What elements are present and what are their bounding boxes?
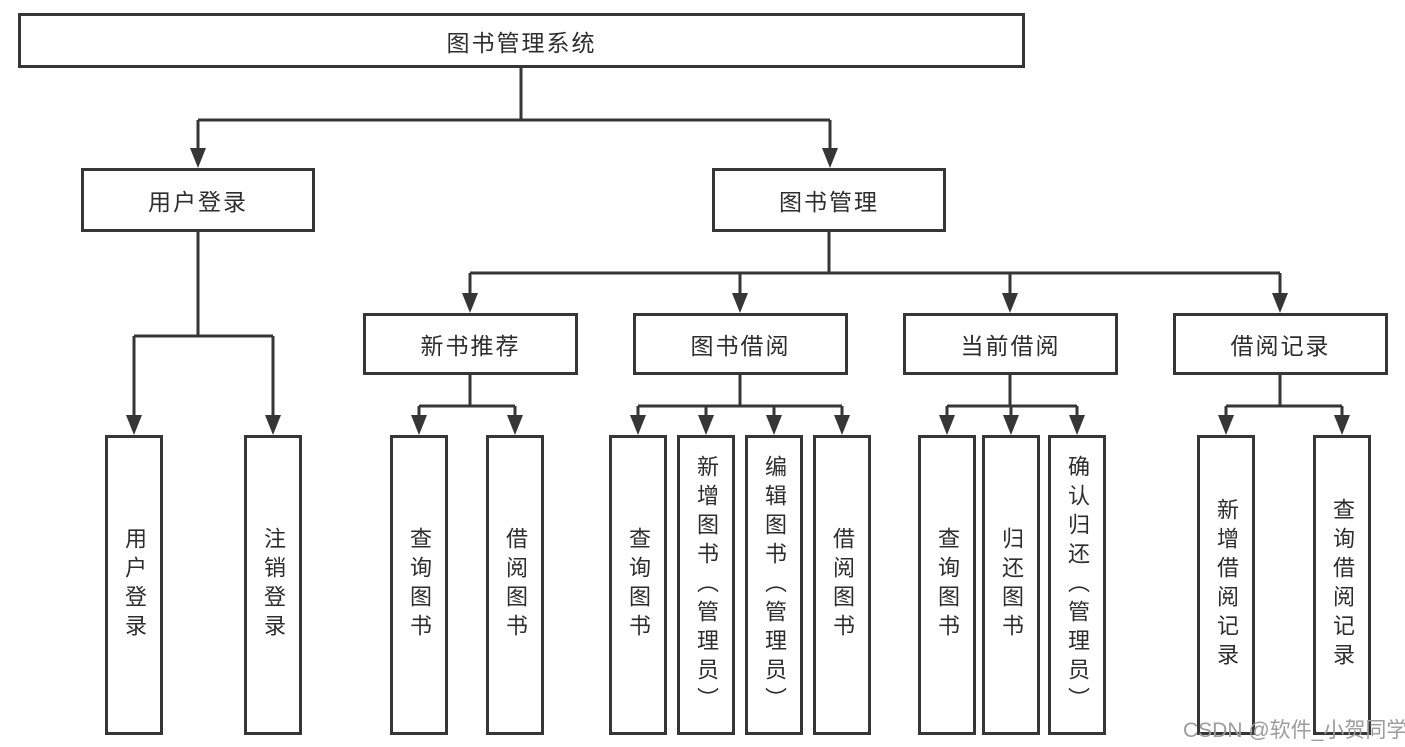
leaf-confirm-return-admin-label: 确认归还（管理员） xyxy=(1065,454,1090,716)
node-borrow-records: 借阅记录 xyxy=(1173,313,1388,375)
leaf-query-books-recommend-label: 查询图书 xyxy=(407,527,432,643)
node-book-management-label: 图书管理 xyxy=(779,189,879,215)
leaf-user-login: 用户登录 xyxy=(105,435,163,735)
node-current-borrow-label: 当前借阅 xyxy=(960,333,1061,359)
leaf-borrow-books-label: 借阅图书 xyxy=(830,527,855,643)
leaf-edit-book-admin: 编辑图书（管理员） xyxy=(745,435,803,735)
leaf-borrow-books-recommend-label: 借阅图书 xyxy=(503,527,528,643)
leaf-query-books-borrow-label: 查询图书 xyxy=(626,527,651,643)
leaf-logout: 注销登录 xyxy=(244,435,302,735)
leaf-add-borrow-record: 新增借阅记录 xyxy=(1197,435,1255,735)
node-current-borrow: 当前借阅 xyxy=(903,313,1118,375)
node-user-login-label: 用户登录 xyxy=(148,189,248,215)
leaf-add-book-admin-label: 新增图书（管理员） xyxy=(694,454,719,716)
leaf-query-books-current: 查询图书 xyxy=(918,435,976,735)
leaf-query-borrow-record-label: 查询借阅记录 xyxy=(1330,498,1355,672)
node-new-book-recommend-label: 新书推荐 xyxy=(420,333,521,359)
leaf-query-books-recommend: 查询图书 xyxy=(390,435,448,735)
node-user-login: 用户登录 xyxy=(81,168,315,232)
node-book-borrow-label: 图书借阅 xyxy=(690,333,791,359)
node-new-book-recommend: 新书推荐 xyxy=(363,313,578,375)
leaf-query-books-borrow: 查询图书 xyxy=(609,435,667,735)
leaf-add-borrow-record-label: 新增借阅记录 xyxy=(1214,498,1239,672)
leaf-user-login-label: 用户登录 xyxy=(122,527,147,643)
leaf-borrow-books-recommend: 借阅图书 xyxy=(486,435,544,735)
node-book-management: 图书管理 xyxy=(712,168,946,232)
node-root: 图书管理系统 xyxy=(18,13,1025,68)
leaf-query-books-current-label: 查询图书 xyxy=(935,527,960,643)
leaf-borrow-books: 借阅图书 xyxy=(813,435,871,735)
leaf-confirm-return-admin: 确认归还（管理员） xyxy=(1048,435,1106,735)
watermark: CSDN @软件_小贺同学 xyxy=(1183,719,1405,742)
node-root-label: 图书管理系统 xyxy=(446,29,597,56)
leaf-edit-book-admin-label: 编辑图书（管理员） xyxy=(762,454,787,716)
leaf-logout-label: 注销登录 xyxy=(261,527,286,643)
node-book-borrow: 图书借阅 xyxy=(633,313,848,375)
leaf-add-book-admin: 新增图书（管理员） xyxy=(677,435,735,735)
leaf-query-borrow-record: 查询借阅记录 xyxy=(1313,435,1371,735)
leaf-return-book: 归还图书 xyxy=(982,435,1040,735)
node-borrow-records-label: 借阅记录 xyxy=(1230,333,1331,359)
leaf-return-book-label: 归还图书 xyxy=(999,527,1024,643)
